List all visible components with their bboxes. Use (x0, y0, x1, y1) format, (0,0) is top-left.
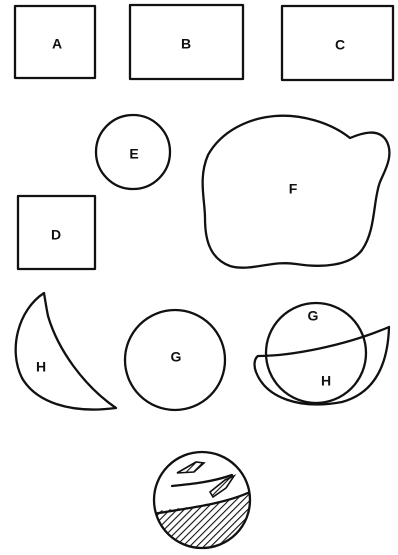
crescent-h: H (16, 293, 116, 410)
crescent-h-label: H (36, 359, 46, 375)
rectangle-c-label: C (335, 37, 345, 53)
blob-f: F (203, 116, 390, 268)
combined-h-label: H (321, 373, 331, 389)
circle-g-label: G (171, 349, 182, 365)
combined-g-h: G H (255, 303, 389, 404)
blob-f-label: F (289, 181, 298, 197)
rectangle-c: C (282, 6, 393, 80)
circle-e: E (96, 115, 170, 189)
circle-e-label: E (129, 146, 138, 162)
square-d-label: D (51, 227, 61, 243)
rectangle-b-label: B (181, 36, 191, 52)
combined-g-label: G (308, 308, 319, 324)
circle-g: G (125, 310, 225, 410)
square-a: A (15, 6, 95, 78)
square-d: D (18, 196, 95, 269)
rectangle-b: B (130, 5, 243, 79)
result-circle (140, 452, 260, 555)
square-a-label: A (52, 36, 62, 52)
